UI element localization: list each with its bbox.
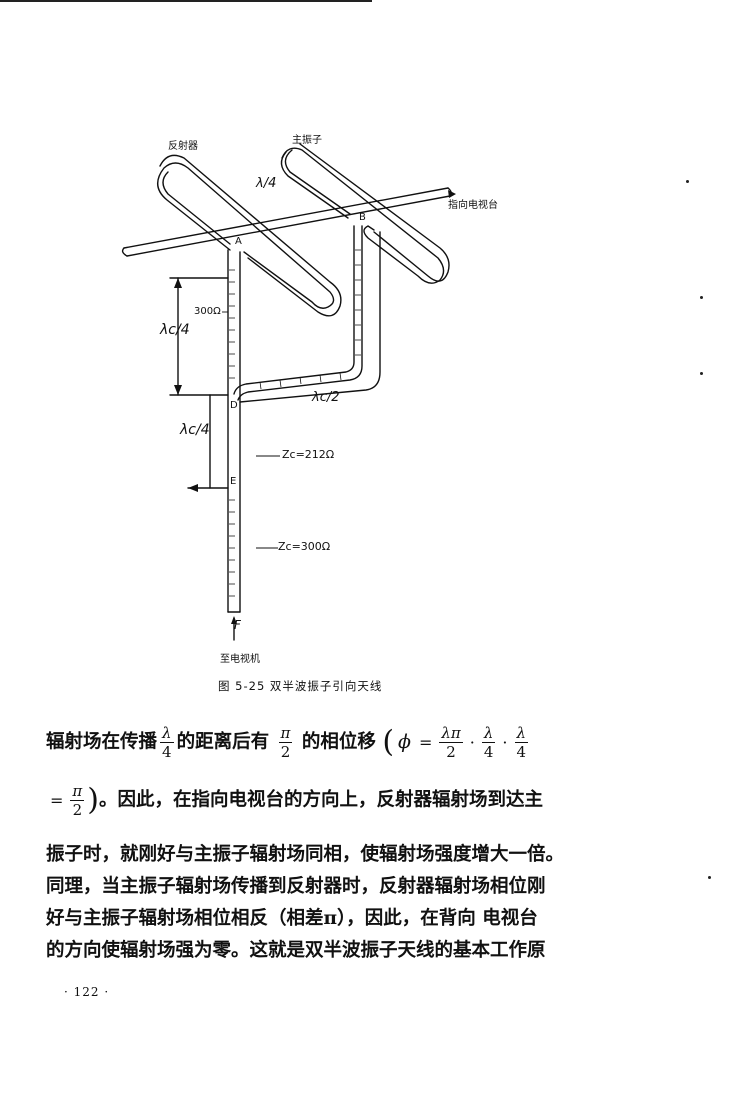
lambda-quarter-label: λ/4 [256,176,277,191]
scan-speck [700,296,703,299]
scan-speck [700,372,703,375]
scan-speck [708,876,711,879]
lambda-c-quarter-label-lower: λc/4 [180,422,210,438]
zc-300-label: Zc=300Ω [278,540,331,553]
main-dipole-label: 主振子 [292,135,322,146]
frac-den: 4 [483,743,494,761]
dot-operator: · [469,732,475,752]
lambda-c-half-label: λc/2 [312,390,340,405]
frac-num: λ [160,724,174,743]
text-line-4: 同理，当主振子辐射场传播到反射器时，反射器辐射场相位刚 [46,876,546,897]
page-number: · 122 · [64,985,110,999]
antenna-diagram [121,143,456,641]
scan-speck [686,180,689,183]
impedance-300-label: 300Ω [194,306,221,317]
line1-text-c: 的相位移 [301,731,376,753]
frac-num: λ [481,724,496,743]
figure-caption: 图 5-25 双半波振子引向天线 [218,679,383,693]
dot-operator: · [502,732,508,752]
frac-num: λ [514,724,529,743]
toward-tv-label: 指向电视台 [448,200,498,211]
reflector-label: 反射器 [168,141,198,152]
text-line-5: 好与主振子辐射场相位相反（相差π），因此，在背向 电视台 [46,908,538,929]
text-line-6: 的方向使辐射场强为零。这就是双半波振子天线的基本工作原 [46,940,546,961]
frac-den: 4 [162,743,172,761]
point-d-label: D [230,400,238,411]
top-rule [0,0,372,2]
point-e-label: E [230,476,237,487]
text-line-3: 振子时，就刚好与主振子辐射场同相，使辐射场强度增大一倍。 [46,844,565,865]
to-tv-set-label: 至电视机 [220,654,260,665]
point-b-label: B [359,212,366,223]
frac-den: 2 [280,743,291,761]
point-f-label: F [234,618,241,632]
point-a-label: A [235,236,242,247]
close-paren: ) [87,782,99,818]
lambda-c-quarter-label-upper: λc/4 [160,322,190,338]
zc-212-label: Zc=212Ω [282,448,335,461]
line1-text-a: 辐射场在传播 [46,731,158,753]
open-paren: ( [382,724,395,760]
equals-sign: = [418,732,433,752]
equals-sign: = [50,790,64,810]
frac-num: π [278,724,293,743]
frac-den: 2 [72,801,83,819]
frac-den: 4 [516,743,527,761]
frac-den: 2 [446,743,456,761]
phi-symbol: ϕ [398,730,411,753]
frac-num: λπ [439,724,463,743]
line1-text-b: 的距离后有 [176,731,270,753]
frac-num: π [70,782,85,801]
line2-text: 。因此，在指向电视台的方向上，反射器辐射场到达主 [98,789,543,811]
